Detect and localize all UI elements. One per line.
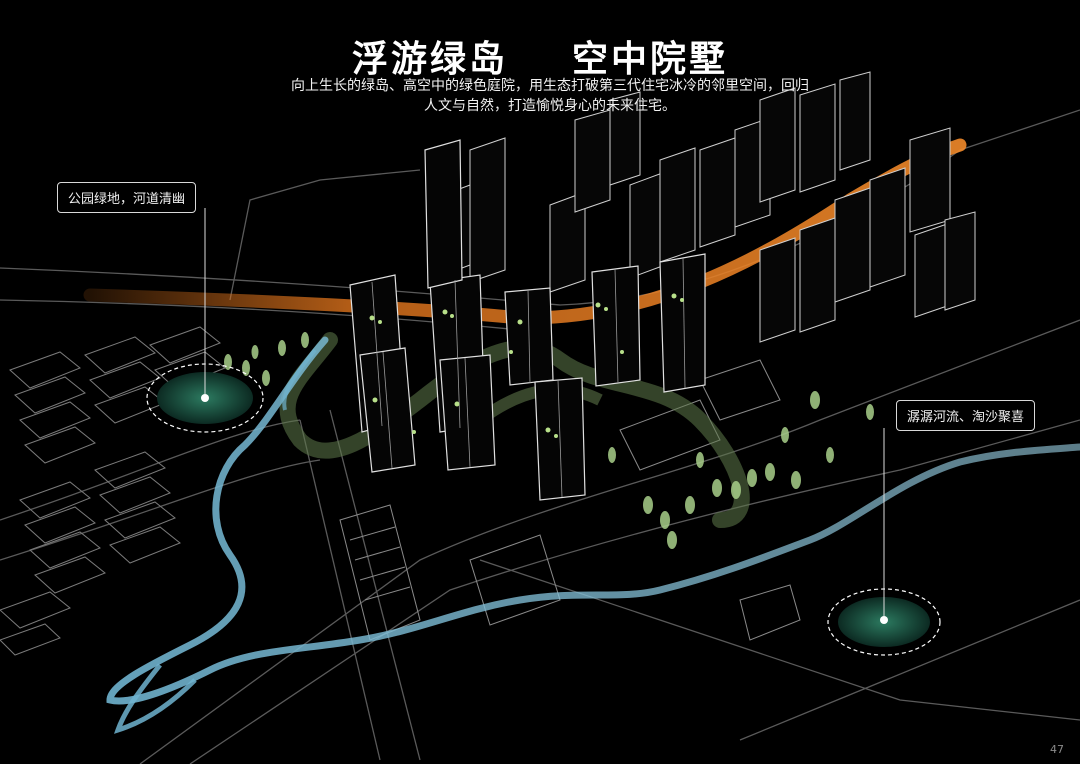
park-node-dot <box>201 394 209 402</box>
sky-garden-lights <box>369 293 684 438</box>
subtitle-line-1: 向上生长的绿岛、高空中的绿色庭院，用生态打破第三代住宅冰冷的邻里空间，回归 <box>291 78 809 94</box>
trees <box>224 332 874 549</box>
park-callout-label: 公园绿地，河道清幽 <box>57 182 197 213</box>
river-callout-label: 潺潺河流、淘沙聚喜 <box>896 400 1036 431</box>
river <box>106 336 1080 705</box>
background-towers <box>429 71 976 343</box>
title-part-1: 浮游绿岛 <box>351 38 508 80</box>
river-upper <box>282 348 317 411</box>
river-branch <box>113 663 197 734</box>
page-title: 浮游绿岛 空中院墅 <box>0 30 1080 82</box>
title-part-2: 空中院墅 <box>572 38 729 80</box>
subtitle-line-2: 人文与自然，打造愉悦身心的未来住宅。 <box>424 98 676 114</box>
green-ribbon <box>279 332 750 528</box>
page-number: 47 <box>1050 743 1064 756</box>
page-subtitle: 向上生长的绿岛、高空中的绿色庭院，用生态打破第三代住宅冰冷的邻里空间，回归 人文… <box>270 76 830 116</box>
river-node-dot <box>880 616 888 624</box>
